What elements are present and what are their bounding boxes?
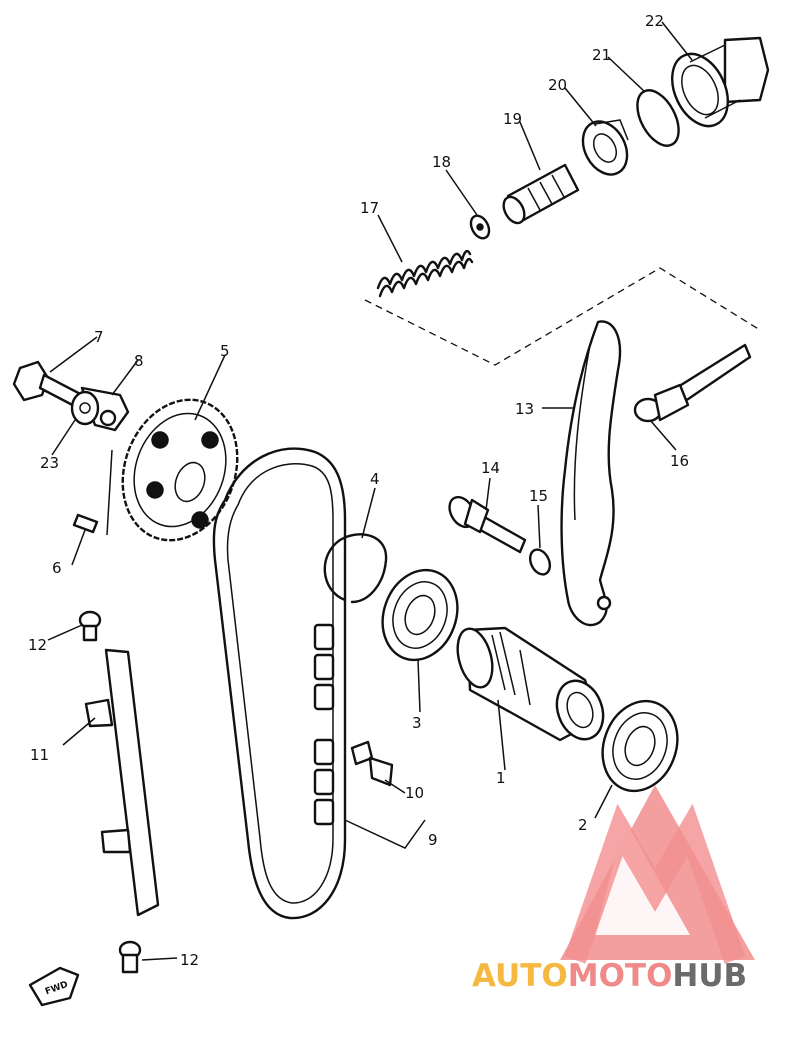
leader-lines <box>47 21 693 961</box>
watermark-text-hub: HUB <box>672 958 747 994</box>
label-part-9: 9 <box>428 831 438 849</box>
fwd-direction-arrow: FWD <box>28 966 80 1007</box>
label-part-19: 19 <box>503 110 522 128</box>
part-17-spring <box>376 249 474 298</box>
part-14-guide-bolt <box>448 495 527 554</box>
label-part-17: 17 <box>360 199 379 217</box>
label-part-2: 2 <box>578 816 588 834</box>
part-22-tensioner-body <box>671 36 770 128</box>
label-part-1: 1 <box>496 769 506 787</box>
label-part-10: 10 <box>405 784 424 802</box>
label-part-15: 15 <box>529 487 548 505</box>
part-4-circlip <box>323 533 388 604</box>
watermark-text-moto: MOTO <box>568 958 673 994</box>
label-part-5: 5 <box>220 342 230 360</box>
part-15-circlip <box>528 548 552 576</box>
label-part-20: 20 <box>548 76 567 94</box>
label-part-22: 22 <box>645 12 664 30</box>
watermark-logo: AUTOMOTOHUB <box>472 785 755 994</box>
part-labels: 1 2 3 4 5 6 7 8 9 10 11 12 12 13 14 15 1… <box>28 12 689 969</box>
label-part-8: 8 <box>134 352 144 370</box>
part-13-tensioner-guide <box>560 320 622 627</box>
label-part-13: 13 <box>515 400 534 418</box>
label-part-6: 6 <box>52 559 62 577</box>
part-16-guide-pin <box>633 343 752 423</box>
part-12-bolt-upper <box>78 610 102 642</box>
part-2-bearing <box>601 699 679 793</box>
label-part-18: 18 <box>432 153 451 171</box>
label-part-21: 21 <box>592 46 611 64</box>
part-20-nut <box>581 119 629 176</box>
part-19-tensioner-rod <box>502 163 580 225</box>
part-23-plate-washer <box>70 390 100 426</box>
label-part-14: 14 <box>481 459 500 477</box>
part-1-camshaft <box>456 626 605 742</box>
part-5-cam-sprocket <box>121 398 239 542</box>
label-part-11: 11 <box>30 746 49 764</box>
part-11-chain-guide <box>84 648 160 917</box>
watermark-text-auto: AUTO <box>472 958 568 994</box>
label-part-4: 4 <box>370 470 380 488</box>
label-part-12-lower: 12 <box>180 951 199 969</box>
svg-text:AUTOMOTOHUB: AUTOMOTOHUB <box>472 958 747 994</box>
watermark-m-shape <box>564 803 746 964</box>
part-18-washer <box>469 214 491 240</box>
part-12-bolt-lower <box>118 940 142 974</box>
part-6-dowel-pin <box>72 513 99 534</box>
label-part-3: 3 <box>412 714 422 732</box>
label-part-16: 16 <box>670 452 689 470</box>
label-part-12-upper: 12 <box>28 636 47 654</box>
label-part-7: 7 <box>94 328 104 346</box>
assembly-dash-line <box>364 267 761 366</box>
part-10-master-link <box>350 740 394 787</box>
part-3-bearing <box>381 568 459 662</box>
part-9-timing-chain <box>212 447 347 920</box>
label-part-23: 23 <box>40 454 59 472</box>
